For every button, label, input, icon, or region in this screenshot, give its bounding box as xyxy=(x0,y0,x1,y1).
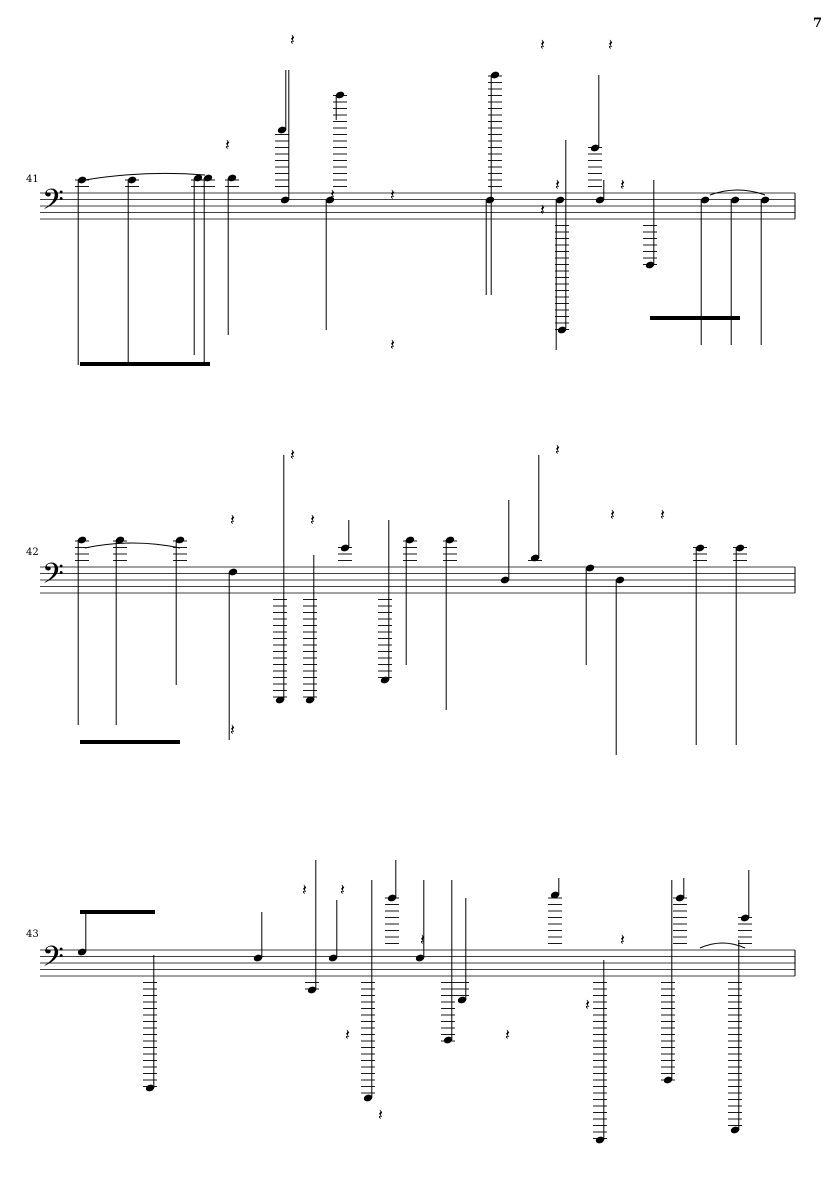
note-head xyxy=(275,696,285,704)
note-head xyxy=(700,196,710,204)
measure-number-43: 43 xyxy=(26,929,39,940)
note-head xyxy=(557,326,567,334)
quarter-rest-icon: 𝄽 xyxy=(302,880,307,899)
note-head xyxy=(228,568,238,576)
measure-number-42: 42 xyxy=(26,547,39,558)
tie xyxy=(699,942,746,949)
tie xyxy=(709,189,766,196)
note-head xyxy=(325,196,335,204)
note-head xyxy=(457,996,467,1004)
page-number: 7 xyxy=(813,16,823,31)
quarter-rest-icon: 𝄽 xyxy=(585,995,590,1014)
tie xyxy=(84,542,181,549)
quarter-rest-icon: 𝄽 xyxy=(555,175,560,194)
beam xyxy=(80,910,155,914)
note-head xyxy=(740,914,750,922)
note-head xyxy=(485,196,495,204)
quarter-rest-icon: 𝄽 xyxy=(540,35,545,54)
note-head xyxy=(77,948,87,956)
note-head xyxy=(277,126,287,134)
quarter-rest-icon: 𝄽 xyxy=(345,1025,350,1044)
note-head xyxy=(760,196,770,204)
note-head xyxy=(415,954,425,962)
note-head xyxy=(555,196,565,204)
quarter-rest-icon: 𝄽 xyxy=(420,930,425,949)
quarter-rest-icon: 𝄽 xyxy=(290,445,295,464)
note-head xyxy=(380,676,390,684)
tie xyxy=(84,172,206,181)
note-head xyxy=(550,891,560,899)
quarter-rest-icon: 𝄽 xyxy=(230,510,235,529)
bass-clef-icon: 𝄢 xyxy=(42,183,64,223)
quarter-rest-icon: 𝄽 xyxy=(608,35,613,54)
note-head xyxy=(490,71,500,79)
quarter-rest-icon: 𝄽 xyxy=(225,135,230,154)
note-head xyxy=(280,196,290,204)
quarter-rest-icon: 𝄽 xyxy=(505,1025,510,1044)
note-head xyxy=(328,954,338,962)
note-head xyxy=(445,536,455,544)
note-head xyxy=(590,144,600,152)
note-head xyxy=(77,536,87,544)
quarter-rest-icon: 𝄽 xyxy=(290,30,295,49)
note-head xyxy=(115,536,125,544)
note-head xyxy=(253,954,263,962)
note-head xyxy=(363,1094,373,1102)
note-head xyxy=(615,576,625,584)
quarter-rest-icon: 𝄽 xyxy=(660,505,665,524)
note-head xyxy=(307,986,317,994)
note-head xyxy=(735,544,745,552)
quarter-rest-icon: 𝄽 xyxy=(620,175,625,194)
quarter-rest-icon: 𝄽 xyxy=(390,335,395,354)
note-head xyxy=(730,196,740,204)
quarter-rest-icon: 𝄽 xyxy=(555,440,560,459)
bass-clef-icon: 𝄢 xyxy=(42,557,64,597)
bass-clef-icon: 𝄢 xyxy=(42,940,64,980)
note-head xyxy=(335,91,345,99)
note-head xyxy=(730,1126,740,1134)
note-head xyxy=(695,544,705,552)
quarter-rest-icon: 𝄽 xyxy=(340,880,345,899)
note-head xyxy=(405,536,415,544)
quarter-rest-icon: 𝄽 xyxy=(620,930,625,949)
beam xyxy=(650,316,740,320)
note-head xyxy=(585,564,595,572)
quarter-rest-icon: 𝄽 xyxy=(390,185,395,204)
note-head xyxy=(175,536,185,544)
beam xyxy=(80,362,210,366)
quarter-rest-icon: 𝄽 xyxy=(330,185,335,204)
note-head xyxy=(305,696,315,704)
quarter-rest-icon: 𝄽 xyxy=(230,720,235,739)
note-head xyxy=(645,261,655,269)
note-head xyxy=(530,554,540,562)
quarter-rest-icon: 𝄽 xyxy=(540,200,545,219)
note-head xyxy=(443,1036,453,1044)
quarter-rest-icon: 𝄽 xyxy=(310,510,315,529)
note-head xyxy=(500,576,510,584)
note-head xyxy=(340,544,350,552)
quarter-rest-icon: 𝄽 xyxy=(378,1105,383,1124)
beam xyxy=(80,740,180,744)
note-head xyxy=(595,196,605,204)
quarter-rest-icon: 𝄽 xyxy=(610,505,615,524)
measure-number-41: 41 xyxy=(26,174,39,185)
